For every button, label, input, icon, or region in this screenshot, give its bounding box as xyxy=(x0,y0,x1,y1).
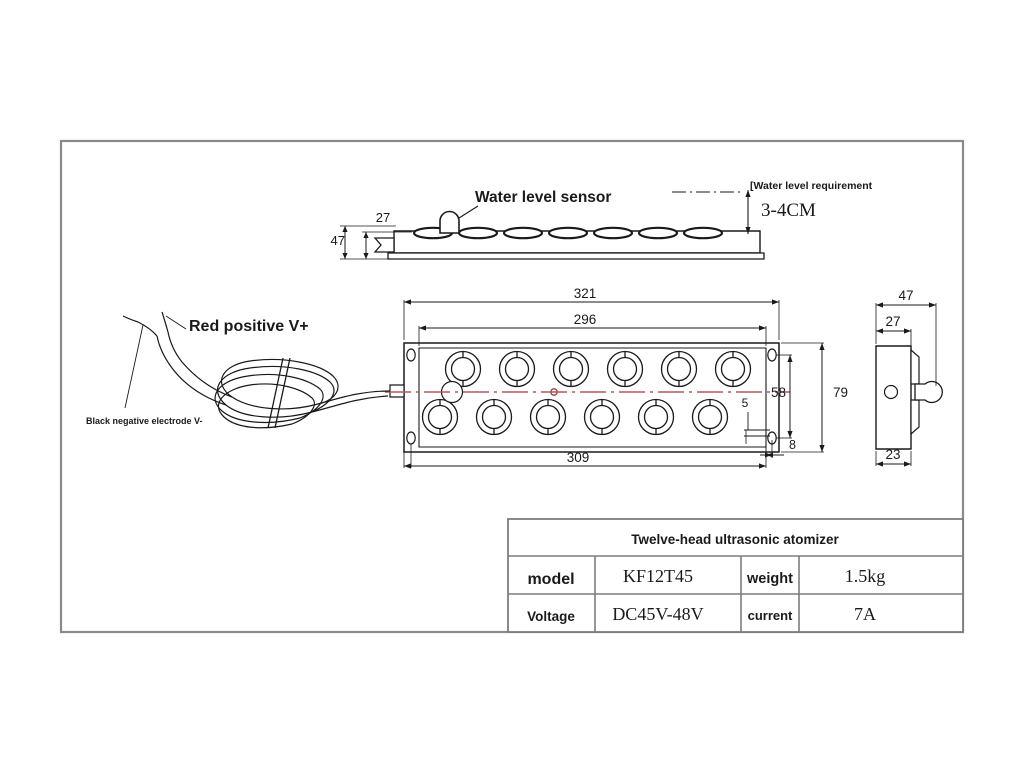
dim-value-side-23: 23 xyxy=(885,447,900,462)
table-label-weight: weight xyxy=(746,571,793,587)
dim-front-321 xyxy=(403,299,780,340)
black-negative-label: Black negative electrode V- xyxy=(86,416,203,426)
front-view xyxy=(385,299,825,469)
dim-side-23 xyxy=(875,451,912,467)
side-view xyxy=(875,302,943,467)
atomizer-head xyxy=(583,398,621,436)
red-wire-leader xyxy=(165,315,187,330)
top-view xyxy=(340,190,765,260)
dim-value-79: 79 xyxy=(833,385,848,400)
red-positive-label: Red positive V+ xyxy=(189,318,309,335)
atomizer-head xyxy=(552,350,590,388)
top-view-base xyxy=(387,252,765,260)
dim-front-309 xyxy=(403,440,767,469)
cable-entry-boss xyxy=(389,384,405,398)
dim-top-47 xyxy=(340,225,396,260)
dim-value-321: 321 xyxy=(574,286,597,301)
dim-side-47 xyxy=(875,302,937,386)
dim-value-58: 58 xyxy=(771,385,786,400)
atomizer-head xyxy=(444,350,482,388)
atomizer-head-group-top xyxy=(444,350,752,388)
black-wire-leader xyxy=(124,324,144,409)
cable-assembly xyxy=(122,311,391,429)
atomizer-head xyxy=(660,350,698,388)
dim-value-309: 309 xyxy=(567,450,590,465)
water-level-requirement-label: [Water level requirement xyxy=(750,180,873,192)
dim-value-top-27: 27 xyxy=(376,210,390,225)
dim-front-296 xyxy=(418,325,767,346)
side-view-hole xyxy=(883,384,899,400)
table-label-voltage: Voltage xyxy=(527,609,575,624)
atomizer-head xyxy=(475,398,513,436)
dim-value-side-27: 27 xyxy=(885,314,900,329)
atomizer-head xyxy=(421,398,459,436)
water-level-indicator xyxy=(672,190,751,234)
dim-front-8 xyxy=(760,440,784,458)
water-level-sensor-icon xyxy=(439,210,460,234)
dim-value-5: 5 xyxy=(742,396,749,410)
atomizer-head xyxy=(691,398,729,436)
atomizer-head xyxy=(714,350,752,388)
water-level-sensor-label: Water level sensor xyxy=(475,189,611,206)
table-label-model: model xyxy=(527,571,574,588)
dim-value-side-47: 47 xyxy=(898,288,913,303)
atomizer-head xyxy=(606,350,644,388)
table-value-current: 7A xyxy=(854,604,876,624)
side-view-sensor xyxy=(914,380,943,404)
dim-front-5 xyxy=(744,412,770,444)
side-view-fin-upper xyxy=(910,348,920,385)
dim-front-79 xyxy=(781,342,825,453)
water-level-value-label: 3-4CM xyxy=(761,200,816,221)
top-view-cable-boss xyxy=(373,237,395,253)
front-view-mounting-slots xyxy=(406,348,777,445)
sensor-leader-line xyxy=(458,205,479,219)
table-value-voltage: DC45V-48V xyxy=(612,604,703,624)
dim-value-8: 8 xyxy=(789,438,796,452)
atomizer-head xyxy=(637,398,675,436)
dim-front-58 xyxy=(776,354,793,439)
atomizer-head-group-bottom xyxy=(421,398,729,436)
dim-side-27 xyxy=(876,328,912,350)
table-value-weight: 1.5kg xyxy=(845,566,886,586)
table-header-title: Twelve-head ultrasonic atomizer xyxy=(631,532,839,547)
table-value-model: KF12T45 xyxy=(623,566,693,586)
side-view-fin-lower xyxy=(910,399,920,436)
dim-top-27 xyxy=(362,231,412,259)
atomizer-head xyxy=(498,350,536,388)
table-label-current: current xyxy=(748,608,793,623)
dim-value-top-47: 47 xyxy=(331,233,345,248)
dim-value-296: 296 xyxy=(574,312,597,327)
atomizer-head xyxy=(529,398,567,436)
title-block-table xyxy=(507,518,964,633)
